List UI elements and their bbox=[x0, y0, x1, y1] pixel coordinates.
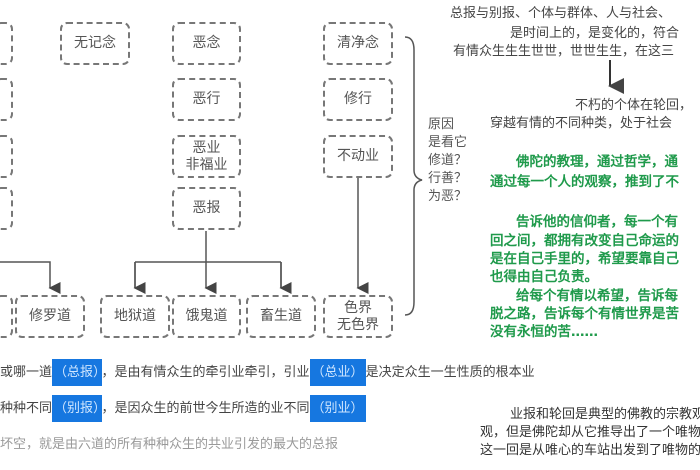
text-line: 有情众生生生世世，世世生生，在这三 bbox=[453, 44, 675, 59]
highlight-bieye: （别业） bbox=[309, 395, 366, 422]
box-diyudao: 地狱道 bbox=[100, 295, 170, 338]
green-text: 是在自己手里的，希望要靠自己 bbox=[490, 251, 679, 267]
box-egui: 饿鬼道 bbox=[172, 295, 241, 338]
paragraph-line: 观，但是佛陀却从它推导出了一个唯物 bbox=[480, 425, 700, 440]
box-sejie: 色界 无色界 bbox=[323, 295, 393, 338]
text-line: 总报与别报、个体与群体、人与社会、 bbox=[450, 6, 672, 21]
green-text: 也得由自己负责。 bbox=[490, 269, 598, 285]
arrow-to-xiuluo bbox=[0, 261, 61, 294]
partial-box bbox=[0, 78, 13, 121]
highlight-biebao: （别报） bbox=[52, 395, 102, 422]
partial-box bbox=[0, 187, 13, 230]
green-text: 没有永恒的苦…… bbox=[490, 324, 598, 340]
brace bbox=[404, 36, 423, 316]
text-line: 是时间上的，是变化的，符合 bbox=[510, 26, 680, 41]
green-text: 脱之路，告诉每个有情世界是苦 bbox=[490, 306, 679, 322]
paragraph-line: 业报和轮回是典型的佛教的宗教观 bbox=[510, 407, 700, 422]
box-wujinian: 无记念 bbox=[60, 22, 130, 65]
bottom-line-2: 种种不同（别报），是因众生的前世今生所造的业不同（别业） bbox=[0, 395, 366, 422]
partial-box bbox=[0, 295, 13, 338]
partial-box bbox=[0, 22, 13, 65]
box-budongye: 不动业 bbox=[323, 135, 393, 178]
paragraph-line: 这一回是从唯心的车站出发到了唯物的 bbox=[480, 443, 700, 458]
box-ebao: 恶报 bbox=[172, 187, 241, 230]
green-text: 告诉他的信仰者，每一个有 bbox=[516, 214, 678, 230]
green-text: 佛陀的教理，通过哲学，通 bbox=[516, 154, 678, 170]
partial-box bbox=[0, 135, 13, 178]
bottom-line-1: 或哪一道（总报），是由有情众生的牵引业牵引，引业（总业）是决定众生一生性质的根本… bbox=[0, 359, 535, 386]
green-text: 回之间，都拥有改变自己命运的 bbox=[490, 233, 679, 249]
box-xiuluodao: 修罗道 bbox=[15, 295, 85, 338]
box-eye: 恶业 非福业 bbox=[172, 135, 241, 178]
green-text: 给每个有情以希望，告诉每 bbox=[516, 288, 678, 304]
box-xiuxing: 修行 bbox=[323, 78, 393, 121]
box-qingjingnian: 清净念 bbox=[323, 22, 393, 65]
bottom-line-3: 坏空，就是由六道的所有种种众生的共业引发的最大的总报 bbox=[0, 437, 339, 452]
box-enian: 恶念 bbox=[172, 22, 241, 65]
highlight-zongbao: （总报） bbox=[52, 359, 102, 386]
highlight-zongye: （总业） bbox=[309, 359, 366, 386]
green-text: 通过每一个人的观察，推到了不 bbox=[490, 174, 679, 190]
question-text: 原因 是看它 修道？ 行善？ 为恶？ bbox=[428, 117, 468, 204]
arrow-branch bbox=[134, 261, 282, 288]
box-exing: 恶行 bbox=[172, 78, 241, 121]
text-line: 不朽的个体在轮回， bbox=[575, 98, 693, 113]
box-chusheng: 畜生道 bbox=[246, 295, 316, 338]
text-line: 穿越有情的不同种类，处于社会 bbox=[490, 116, 673, 131]
